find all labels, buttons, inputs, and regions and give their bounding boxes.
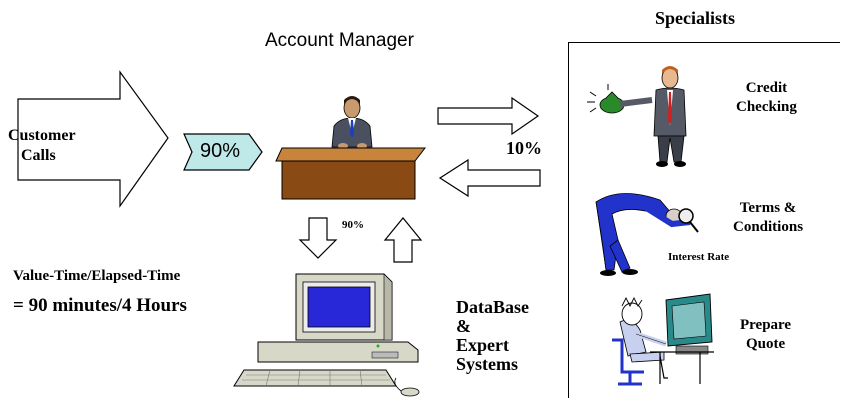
terms-conditions-label: Terms & Conditions: [733, 199, 803, 237]
database-line4: Systems: [456, 354, 518, 374]
database-line1: DataBase: [456, 297, 529, 317]
interest-rate-label: Interest Rate: [668, 251, 730, 263]
account-manager-title: Account Manager: [265, 30, 414, 51]
pct-out-label: 10%: [506, 138, 542, 158]
terms-line2: Conditions: [733, 219, 804, 235]
quote-line1: Prepare: [740, 317, 792, 333]
database-line3: Expert: [456, 335, 509, 355]
customer-label-line2: Calls: [21, 147, 56, 164]
credit-line2: Checking: [736, 99, 797, 115]
terms-line1: Terms &: [739, 200, 797, 216]
pct-db-label: 90%: [342, 219, 364, 231]
specialists-panel: [568, 42, 840, 398]
specialists-title: Specialists: [655, 8, 736, 28]
credit-line1: Credit: [745, 80, 788, 96]
pct-in-label: 90%: [200, 140, 241, 162]
quote-line2: Quote: [745, 336, 786, 352]
metric-line1: Value-Time/Elapsed-Time: [13, 268, 181, 284]
prepare-quote-label: Prepare Quote: [740, 316, 791, 354]
customer-label-line1: Customer: [8, 127, 76, 144]
metric-line2: = 90 minutes/4 Hours: [13, 295, 187, 316]
credit-checking-label: Credit Checking: [736, 79, 797, 117]
database-label: DataBase & Expert Systems: [456, 298, 529, 374]
customer-calls-label: Customer Calls: [8, 126, 76, 166]
database-line2: &: [456, 316, 471, 336]
